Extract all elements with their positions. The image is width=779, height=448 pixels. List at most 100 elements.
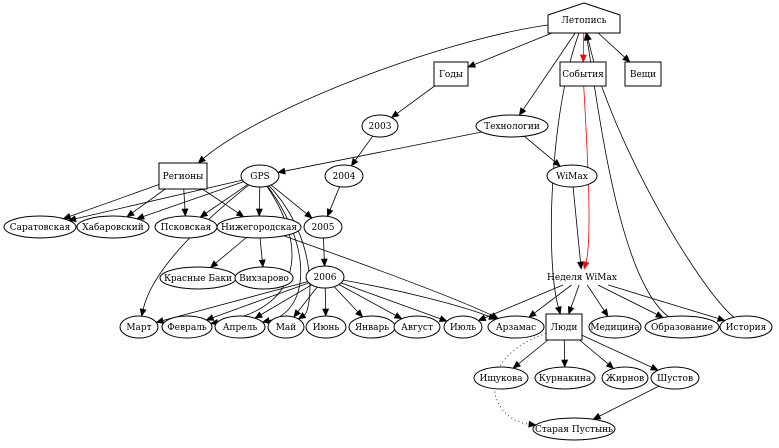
edge-letopis-regiony bbox=[197, 24, 549, 164]
node-shape-veshchi bbox=[624, 61, 662, 87]
node-shape-avgust bbox=[393, 315, 441, 339]
edge-letopis-tehnologii bbox=[518, 32, 576, 116]
node-istoriya: История bbox=[719, 315, 773, 339]
node-label-sobytiya: События bbox=[562, 69, 604, 80]
edge-gps-nizhegor bbox=[255, 186, 263, 217]
node-regiony: Регионы bbox=[158, 162, 208, 190]
node-shape-mart bbox=[119, 315, 159, 339]
node-kurnakina: Курнакина bbox=[534, 366, 596, 390]
node-label-veshchi: Вещи bbox=[630, 70, 656, 80]
edge-y2006-may bbox=[293, 286, 318, 318]
node-staraya: Старая Пустынь bbox=[532, 417, 616, 441]
node-shape-y2005 bbox=[303, 215, 343, 239]
edge-y2006-iyun bbox=[322, 287, 330, 317]
node-pskov: Псковская bbox=[154, 215, 218, 239]
node-label-gps: GPS bbox=[250, 172, 269, 182]
edge-y2003-y2004 bbox=[350, 135, 374, 167]
node-label-saratov: Саратовская bbox=[10, 223, 71, 233]
node-label-arzamas: Арзамас bbox=[496, 323, 536, 333]
edges-layer bbox=[62, 24, 735, 428]
edge-nedelya-istoriya bbox=[608, 284, 726, 322]
node-shape-may bbox=[267, 315, 305, 339]
node-label-wimax: WiMax bbox=[556, 172, 588, 182]
node-vyksarovo: Вихзарово bbox=[234, 266, 294, 290]
node-shape-regiony bbox=[158, 162, 208, 190]
node-label-iyul: Июль bbox=[450, 323, 476, 333]
node-label-mart: Март bbox=[126, 323, 151, 333]
node-label-shustov: Шустов bbox=[657, 374, 693, 384]
node-shape-fevral bbox=[161, 315, 213, 339]
edge-lyudi-shustov bbox=[581, 334, 659, 371]
node-obrazovanie: Образование bbox=[644, 315, 720, 339]
node-label-medicina: Медицина bbox=[590, 323, 640, 333]
edge-gps-habarov bbox=[136, 181, 244, 220]
node-label-lyudi: Люди bbox=[551, 323, 578, 333]
node-label-y2004: 2004 bbox=[333, 172, 356, 182]
node-label-nizhegor: Нижегородская bbox=[221, 223, 297, 233]
node-label-tehnologii: Технологии bbox=[484, 122, 540, 132]
node-y2003: 2003 bbox=[361, 114, 399, 138]
node-label-aprel: Апрель bbox=[223, 323, 258, 333]
node-krbaki: Красные Баки bbox=[159, 266, 237, 290]
node-shape-saratov bbox=[3, 215, 77, 239]
edge-letopis-gody bbox=[467, 32, 553, 68]
node-shape-sobytiya bbox=[559, 61, 607, 87]
node-shape-aprel bbox=[214, 315, 266, 339]
node-shape-ishchukova bbox=[473, 366, 529, 390]
node-nizhegor: Нижегородская bbox=[216, 215, 302, 239]
node-shape-zhirnov bbox=[601, 366, 649, 390]
node-y2004: 2004 bbox=[324, 164, 364, 188]
node-shape-arzamas bbox=[487, 315, 545, 339]
node-shape-y2003 bbox=[361, 114, 399, 138]
edge-y2006-fevral bbox=[205, 282, 310, 321]
node-label-fevral: Февраль bbox=[167, 323, 207, 333]
node-shape-medicina bbox=[588, 315, 642, 339]
node-label-y2005: 2005 bbox=[312, 223, 335, 233]
edge-y2006-iyul bbox=[340, 282, 448, 322]
node-shustov: Шустов bbox=[650, 366, 700, 390]
edge-lyudi-kurnakina bbox=[561, 339, 569, 368]
node-gps: GPS bbox=[240, 164, 280, 188]
node-label-yanvar: Январь bbox=[355, 323, 389, 333]
node-label-nedelya: Неделя WiMax bbox=[547, 273, 617, 283]
node-label-obrazovanie: Образование bbox=[651, 322, 713, 333]
node-sobytiya: События bbox=[559, 61, 607, 87]
node-label-vyksarovo: Вихзарово bbox=[239, 274, 289, 284]
edge-nedelya-obrazovanie bbox=[597, 284, 664, 318]
node-veshchi: Вещи bbox=[624, 61, 662, 87]
node-iyun: Июнь bbox=[305, 315, 347, 339]
edge-letopis-sobytiya bbox=[579, 32, 587, 63]
edge-nizhegor-krbaki bbox=[209, 237, 247, 269]
edge-regiony-habarov bbox=[126, 188, 166, 218]
node-shape-wimax bbox=[546, 164, 598, 188]
node-saratov: Саратовская bbox=[3, 215, 77, 239]
node-medicina: Медицина bbox=[588, 315, 642, 339]
node-shape-staraya bbox=[532, 417, 616, 441]
edge-lyudi-staraya bbox=[493, 332, 547, 428]
node-label-zhirnov: Жирнов bbox=[606, 374, 644, 384]
node-label-iyun: Июнь bbox=[313, 323, 340, 333]
edge-gps-may bbox=[268, 185, 311, 320]
edge-tehnologii-wimax bbox=[524, 136, 561, 167]
edge-regiony-pskov bbox=[181, 188, 189, 217]
node-yanvar: Январь bbox=[348, 315, 396, 339]
edge-y2006-yanvar bbox=[333, 286, 364, 318]
node-iyul: Июль bbox=[443, 315, 483, 339]
edge-regiony-nizhegor bbox=[202, 188, 245, 218]
node-label-ishchukova: Ищукова bbox=[480, 374, 524, 384]
node-shape-habarov bbox=[76, 215, 150, 239]
edge-gps-aprel bbox=[261, 185, 302, 324]
node-label-y2006: 2006 bbox=[314, 273, 337, 283]
node-letopis: Летопись bbox=[547, 2, 621, 34]
edge-regiony-saratov bbox=[62, 184, 160, 220]
edge-y2005-y2006 bbox=[320, 237, 328, 267]
edge-y2006-mart bbox=[155, 281, 308, 324]
node-shape-y2004 bbox=[324, 164, 364, 188]
edge-lyudi-zhirnov bbox=[579, 339, 615, 369]
node-shape-kurnakina bbox=[534, 366, 596, 390]
edge-gps-pskov bbox=[199, 184, 249, 218]
node-shape-iyul bbox=[443, 315, 483, 339]
node-label-gody: Годы bbox=[439, 70, 463, 80]
